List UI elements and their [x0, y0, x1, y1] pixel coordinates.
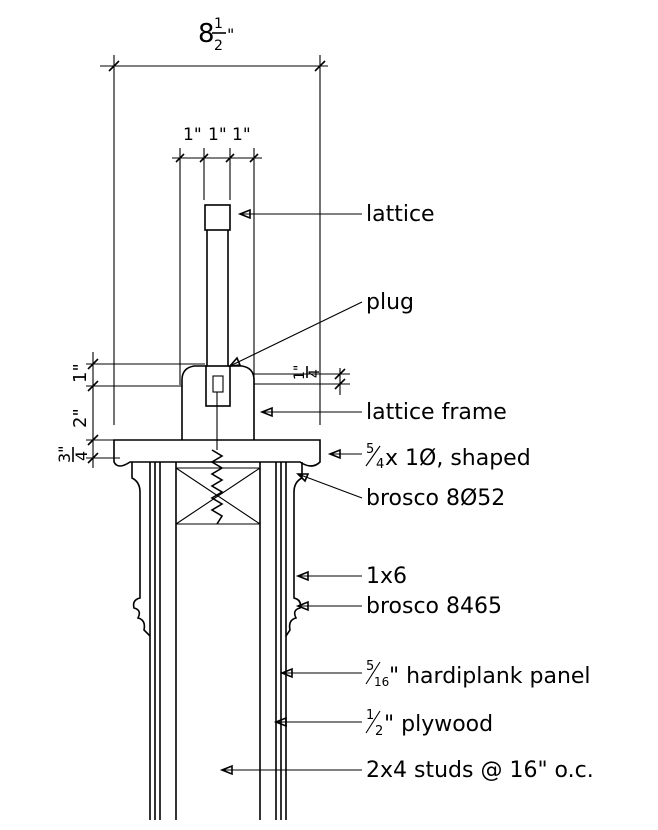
callout-lattice: lattice [366, 202, 435, 227]
screw [210, 392, 224, 525]
spacing-label-2: 1" [208, 125, 227, 145]
dimension-overall-width: 8 1 2 " [100, 16, 328, 425]
shaped-cap [113, 439, 321, 467]
callout-brosco-8052: brosco 8Ø52 [366, 486, 505, 511]
dimension-left-vertical: 1" 2" 3" 4 [55, 352, 205, 468]
post-body [149, 462, 287, 820]
right-dim-den: 4 [307, 369, 323, 378]
callout-hardiplank-den: 16 [374, 675, 389, 689]
brosco-8465-molding [132, 590, 302, 637]
plug [205, 365, 231, 407]
callout-hardiplank: 5 16 " hardiplank panel [365, 659, 591, 689]
callout-hardiplank-text: " hardiplank panel [389, 664, 591, 689]
callout-lattice-frame: lattice frame [366, 400, 507, 425]
callout-shaped: 5 4 x 1Ø, shaped [365, 442, 531, 472]
overall-width-numerator: 1 [214, 16, 223, 32]
callout-studs: 2x4 studs @ 16" o.c. [366, 758, 594, 783]
callout-plywood-den: 2 [375, 724, 383, 739]
left-dim-3-den: 4 [72, 451, 91, 461]
left-dim-1: 1" [70, 363, 91, 383]
callout-plywood-num: 1 [366, 708, 374, 723]
callout-brosco-8465: brosco 8465 [366, 594, 502, 619]
right-dim-num: 1" [292, 365, 308, 380]
leader-lines [219, 208, 363, 776]
spacing-label-3: 1" [232, 125, 251, 145]
callout-plywood-text: " plywood [384, 712, 493, 737]
lattice-member [204, 204, 231, 366]
callout-shaped-num: 5 [366, 442, 374, 457]
callout-shaped-den: 4 [376, 457, 384, 472]
lattice-frame [181, 365, 255, 440]
dimension-right-quarter: 1" 4 [254, 365, 350, 395]
left-dim-3-num: 3" [55, 445, 74, 463]
callout-shaped-text: x 1Ø, shaped [385, 446, 531, 471]
overall-width-whole: 8 [198, 19, 215, 49]
dimension-lattice-spacing: 1" 1" 1" [172, 125, 262, 385]
callout-plywood: 1 2 " plywood [365, 708, 493, 739]
overall-width-denominator: 2 [214, 38, 223, 54]
callout-1x6: 1x6 [366, 564, 407, 589]
spacing-label-1: 1" [183, 125, 202, 145]
callout-plug: plug [366, 290, 414, 315]
overall-width-unit: " [227, 25, 234, 44]
callout-hardiplank-num: 5 [366, 659, 374, 674]
left-dim-2: 2" [70, 408, 91, 428]
